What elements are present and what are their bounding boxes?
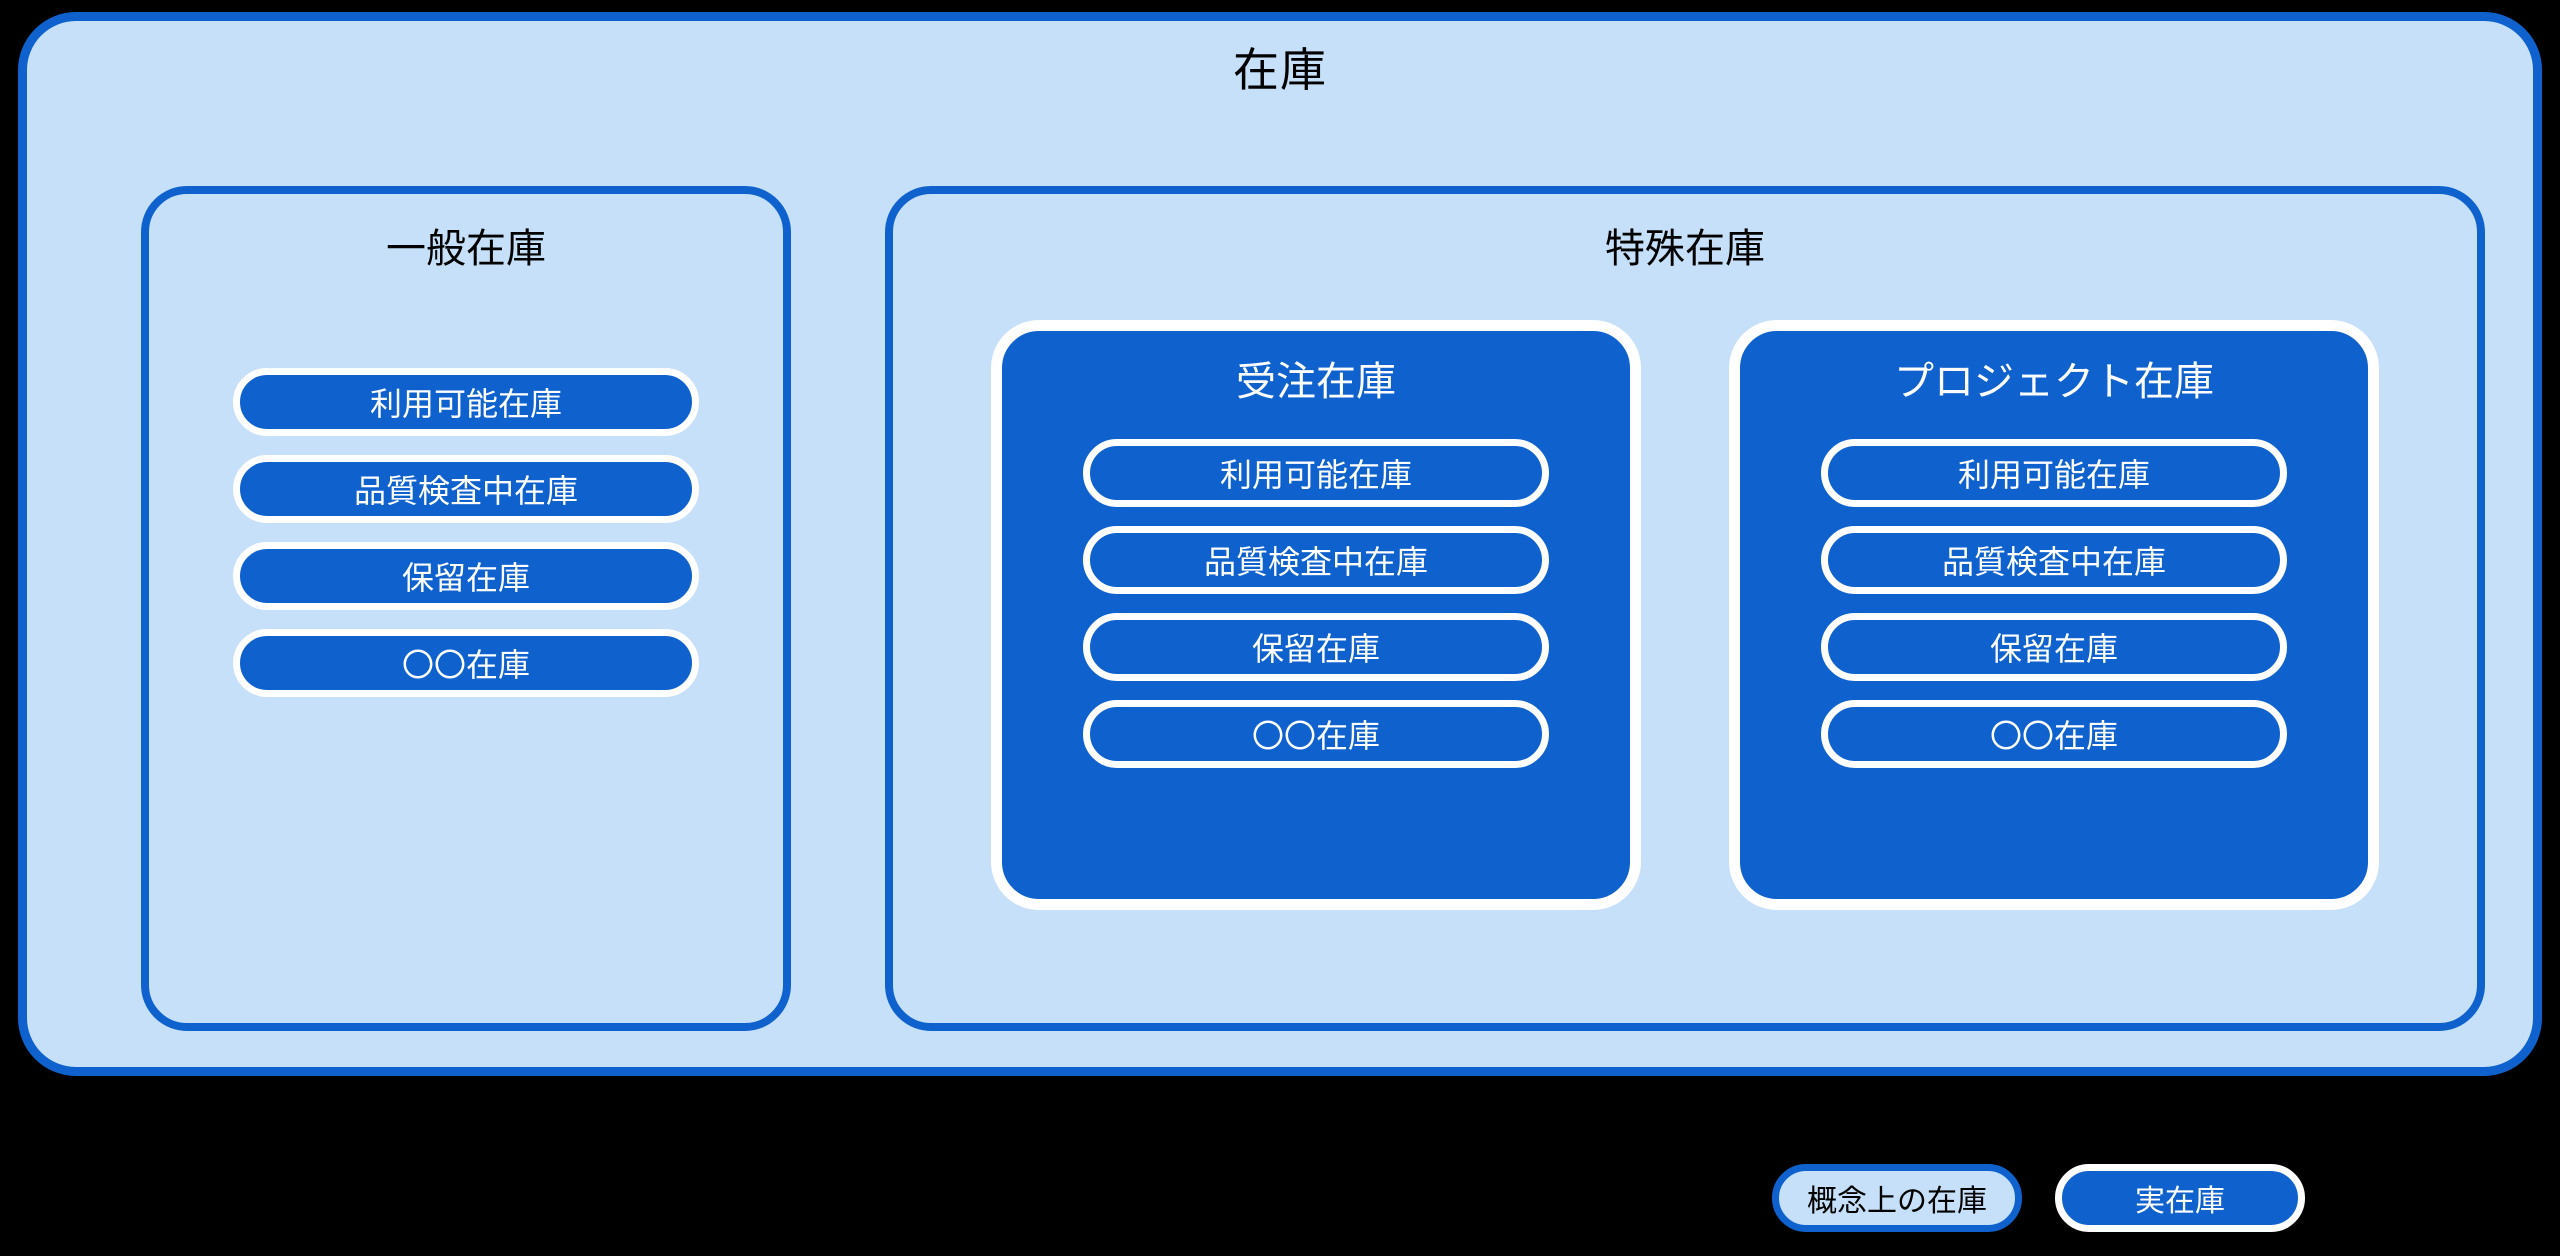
- stock-item: 品質検査中在庫: [233, 455, 699, 523]
- general-stock-item-list: 利用可能在庫 品質検査中在庫 保留在庫 〇〇在庫: [149, 368, 783, 697]
- diagram-title: 在庫: [1233, 44, 1327, 96]
- special-stock-container: 特殊在庫 受注在庫 利用可能在庫 品質検査中在庫 保留在庫: [885, 186, 2485, 1031]
- stock-item: 品質検査中在庫: [1083, 526, 1549, 594]
- stock-item-label: 利用可能在庫: [369, 386, 562, 422]
- stock-item: 品質検査中在庫: [1821, 526, 2287, 594]
- stock-item-label: 品質検査中在庫: [1941, 544, 2166, 580]
- stock-item-label: 〇〇在庫: [401, 647, 530, 683]
- stock-outer-container: 在庫 一般在庫 利用可能在庫 品質検査中在庫 保留在庫 〇〇在庫: [18, 12, 2542, 1076]
- stock-item: 保留在庫: [1821, 613, 2287, 681]
- legend: 概念上の在庫 実在庫: [1772, 1164, 2305, 1232]
- sales-order-stock-item-list: 利用可能在庫 品質検査中在庫 保留在庫 〇〇在庫: [1002, 439, 1630, 768]
- stock-item-label: 〇〇在庫: [1989, 718, 2118, 754]
- sales-order-stock-group: 受注在庫 利用可能在庫 品質検査中在庫 保留在庫 〇〇在庫: [991, 320, 1641, 910]
- stock-item-label: 〇〇在庫: [1251, 718, 1380, 754]
- stock-item-label: 利用可能在庫: [1219, 457, 1412, 493]
- stock-item-label: 保留在庫: [1989, 631, 2118, 667]
- legend-real-stock: 実在庫: [2055, 1164, 2305, 1232]
- project-stock-group: プロジェクト在庫 利用可能在庫 品質検査中在庫 保留在庫 〇〇在庫: [1729, 320, 2379, 910]
- stock-item: 利用可能在庫: [1821, 439, 2287, 507]
- stock-item-label: 品質検査中在庫: [353, 473, 578, 509]
- stock-item: 保留在庫: [1083, 613, 1549, 681]
- stock-item-label: 保留在庫: [401, 560, 530, 596]
- project-stock-item-list: 利用可能在庫 品質検査中在庫 保留在庫 〇〇在庫: [1740, 439, 2368, 768]
- stock-item: 〇〇在庫: [1821, 700, 2287, 768]
- stock-item-label: 利用可能在庫: [1957, 457, 2150, 493]
- legend-conceptual-stock: 概念上の在庫: [1772, 1164, 2022, 1232]
- sales-order-stock-title: 受注在庫: [1236, 360, 1396, 404]
- stock-item-label: 品質検査中在庫: [1203, 544, 1428, 580]
- stock-item: 〇〇在庫: [1083, 700, 1549, 768]
- stock-item: 〇〇在庫: [233, 629, 699, 697]
- general-stock-title: 一般在庫: [386, 227, 546, 271]
- special-stock-title: 特殊在庫: [1605, 227, 1765, 271]
- general-stock-container: 一般在庫 利用可能在庫 品質検査中在庫 保留在庫 〇〇在庫: [141, 186, 791, 1031]
- legend-real-label: 実在庫: [2135, 1185, 2225, 1218]
- project-stock-title: プロジェクト在庫: [1894, 360, 2214, 404]
- stock-item: 利用可能在庫: [233, 368, 699, 436]
- stock-columns: 一般在庫 利用可能在庫 品質検査中在庫 保留在庫 〇〇在庫 特殊在庫: [141, 186, 2485, 1031]
- special-stock-groups: 受注在庫 利用可能在庫 品質検査中在庫 保留在庫 〇〇在庫: [893, 320, 2477, 910]
- legend-conceptual-label: 概念上の在庫: [1807, 1185, 1987, 1218]
- stock-item: 保留在庫: [233, 542, 699, 610]
- stock-item: 利用可能在庫: [1083, 439, 1549, 507]
- stock-item-label: 保留在庫: [1251, 631, 1380, 667]
